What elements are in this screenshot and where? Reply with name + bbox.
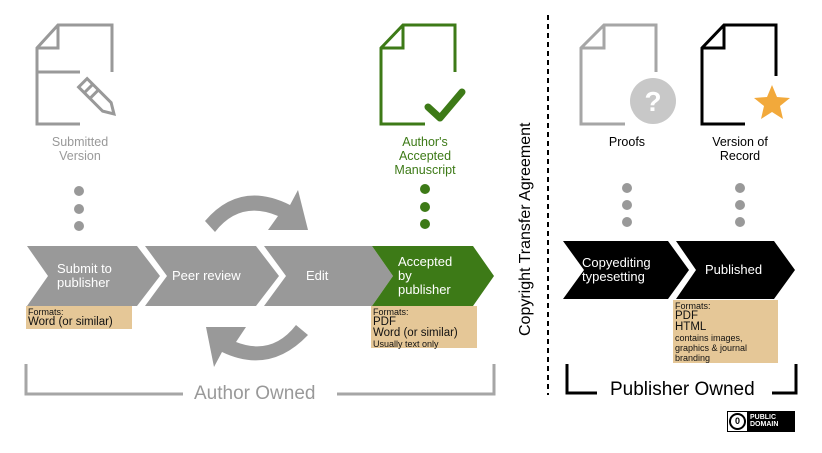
formats-box-accepted: Formats: PDF Word (or similar) Usually t… — [371, 306, 477, 349]
label-line: Author's — [402, 135, 448, 149]
format-item: PDF — [675, 310, 698, 322]
step-peer-review-text: Peer review — [172, 246, 262, 306]
question-icon: ? — [630, 78, 676, 124]
step-line: Copyediting — [582, 255, 651, 270]
publisher-owned-label: Publisher Owned — [610, 379, 755, 400]
step-line: Published — [705, 262, 763, 277]
badge-text: PUBLIC DOMAIN — [747, 412, 794, 431]
step-line: Submit to — [57, 261, 112, 276]
formats-note: graphics & journal — [675, 343, 748, 353]
formats-heading: Formats: — [28, 307, 64, 317]
step-line: publisher — [57, 275, 110, 290]
author-owned-label: Author Owned — [194, 383, 316, 404]
formats-heading: Formats: — [675, 301, 711, 311]
pencil-icon — [76, 76, 117, 117]
step-line: typesetting — [582, 269, 645, 284]
dots-accepted — [420, 184, 430, 229]
dots-submitted — [74, 186, 84, 231]
version-of-record-document-icon — [700, 23, 778, 126]
cc-zero-symbol: 0 — [729, 413, 746, 430]
dots-proofs — [622, 183, 632, 227]
accepted-manuscript-label: Author's Accepted Manuscript — [365, 135, 485, 177]
proofs-label: Proofs — [567, 135, 687, 149]
step-chevron-edit[interactable] — [264, 246, 393, 306]
author-owned-bracket — [24, 364, 496, 396]
cycle-arrow-bottom — [206, 325, 308, 367]
proofs-document-icon — [579, 23, 658, 126]
svg-text:?: ? — [644, 86, 661, 117]
formats-note: contains images, — [675, 333, 743, 343]
formats-note: branding — [675, 353, 711, 363]
badge-line: DOMAIN — [750, 421, 779, 428]
step-line: Peer review — [172, 268, 241, 283]
step-chevron-accepted[interactable] — [372, 246, 494, 306]
star-icon — [754, 85, 790, 119]
publisher-owned-bracket — [565, 364, 798, 395]
step-chevron-copyediting[interactable] — [563, 241, 689, 299]
public-domain-badge[interactable]: 0 PUBLIC DOMAIN — [727, 411, 795, 432]
formats-note: Usually text only — [373, 339, 439, 349]
badge-line: PUBLIC — [750, 414, 777, 421]
formats-box-published: Formats: PDF HTML contains images, graph… — [673, 300, 778, 363]
label-line: Submitted — [51, 135, 109, 149]
step-line: publisher — [398, 282, 451, 297]
format-item: PDF — [373, 316, 396, 328]
label-line: Version of — [712, 135, 768, 149]
accepted-manuscript-document-icon — [379, 23, 457, 126]
dots-record — [735, 183, 745, 227]
step-line: by — [398, 268, 412, 283]
label-line: Version — [59, 149, 101, 163]
format-item: HTML — [675, 321, 707, 333]
step-published-text: Published — [705, 241, 785, 299]
step-line: Edit — [306, 268, 329, 283]
step-line: Accepted — [398, 254, 453, 269]
copyright-transfer-label: Copyright Transfer Agreement — [517, 122, 534, 336]
cc-zero-icon: 0 — [728, 412, 747, 431]
label-line: Manuscript — [394, 163, 456, 177]
submitted-version-label: Submitted Version — [20, 135, 140, 163]
formats-heading: Formats: — [373, 307, 409, 317]
step-chevron-submit[interactable] — [27, 246, 160, 306]
format-item: Word (or similar) — [373, 327, 458, 339]
label-line: Proofs — [608, 135, 646, 149]
version-of-record-label: Version of Record — [680, 135, 800, 163]
step-chevron-peer-review[interactable] — [145, 246, 279, 306]
checkmark-icon — [424, 88, 466, 122]
cycle-arrow-top — [205, 190, 308, 232]
label-line: Record — [719, 149, 761, 163]
step-edit-text: Edit — [306, 246, 346, 306]
step-chevron-published[interactable] — [676, 241, 795, 299]
formats-box-submitted: Formats: Word (or similar) — [26, 306, 132, 329]
submitted-version-document-icon — [35, 23, 114, 126]
label-line: Accepted — [398, 149, 452, 163]
format-item: Word (or similar) — [28, 316, 113, 328]
